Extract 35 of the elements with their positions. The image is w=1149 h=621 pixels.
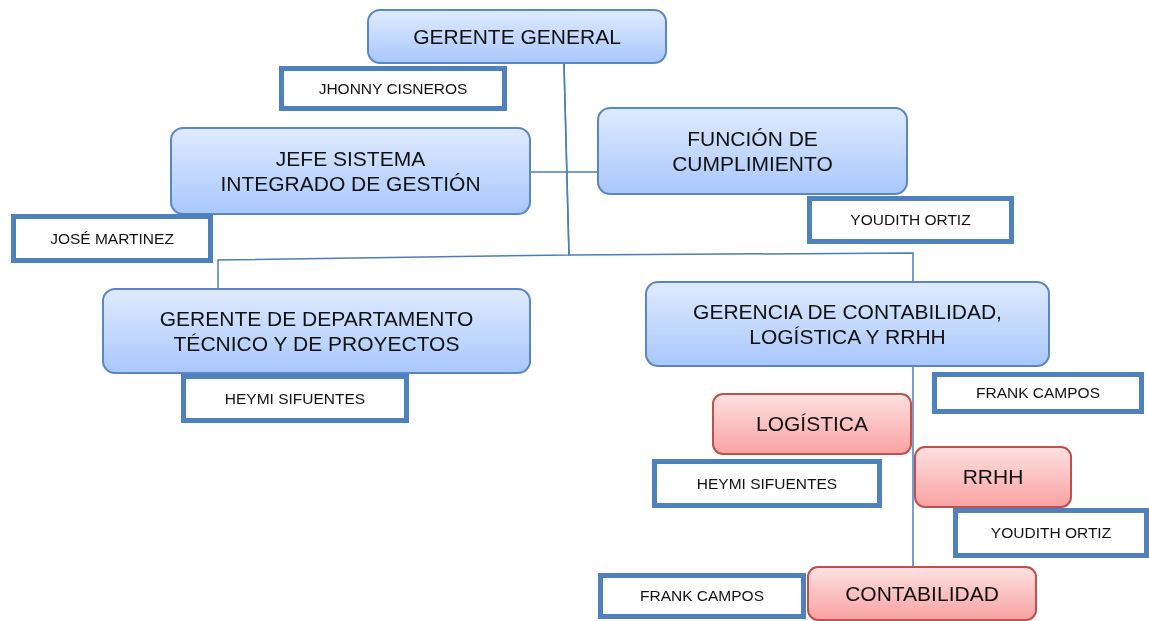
node-title: LOGÍSTICA — [756, 412, 868, 436]
unit-box — [712, 393, 912, 455]
position-box — [102, 288, 531, 374]
position-box — [170, 127, 531, 215]
position-box — [645, 281, 1050, 367]
position-box — [597, 107, 908, 195]
node-title: HEYMI SIFUENTES — [696, 474, 838, 493]
name-box — [279, 66, 507, 111]
node-title: GERENTE DE DEPARTAMENTO TÉCNICO Y DE PROYECTOS — [158, 306, 475, 356]
node-title: JHONNY CISNEROS — [318, 79, 468, 98]
node-title: HEYMI SIFUENTES — [224, 389, 366, 408]
name-box — [932, 372, 1144, 414]
node-title: GERENCIA DE CONTABILIDAD, LOGÍSTICA Y RRHH — [692, 299, 1003, 349]
unit-box — [807, 566, 1037, 621]
name-box — [652, 459, 882, 508]
connector-line — [912, 366, 914, 567]
node-title: JEFE SISTEMA INTEGRADO DE GESTIÓN — [219, 146, 482, 196]
connector-line — [563, 63, 914, 282]
node-title: FRANK CAMPOS — [640, 587, 764, 605]
node-title: FRANK CAMPOS — [976, 384, 1100, 402]
connector-line — [530, 171, 598, 173]
position-box — [367, 9, 667, 64]
name-box — [181, 374, 409, 423]
node-title: YOUDITH ORTIZ — [990, 524, 1112, 542]
name-box — [598, 573, 806, 619]
node-title: CONTABILIDAD — [845, 581, 999, 606]
node-title: YOUDITH ORTIZ — [850, 211, 971, 229]
name-box — [807, 196, 1014, 244]
node-title: FUNCIÓN DE CUMPLIMIENTO — [671, 126, 834, 176]
node-title: RRHH — [962, 465, 1024, 489]
name-box — [953, 508, 1149, 558]
node-title: GERENTE GENERAL — [413, 24, 621, 49]
name-box — [11, 214, 213, 263]
node-title: JOSÉ MARTINEZ — [50, 229, 174, 248]
unit-box — [914, 446, 1072, 508]
